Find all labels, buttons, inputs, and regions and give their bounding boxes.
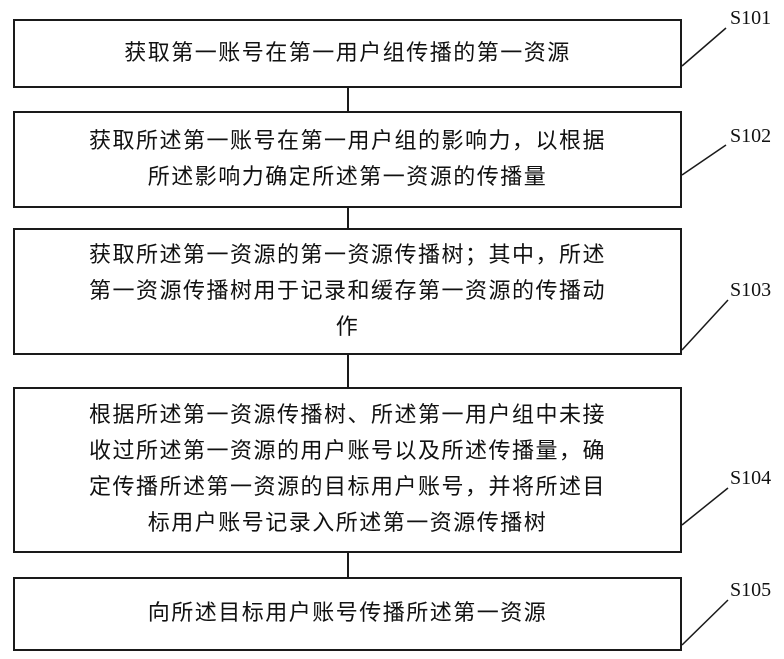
step-box-s104: 根据所述第一资源传播树、所述第一用户组中未接 收过所述第一资源的用户账号以及所述… <box>13 387 682 553</box>
leader-line-s102 <box>682 145 726 175</box>
step-text-s101: 获取第一账号在第一用户组传播的第一资源 <box>124 36 571 72</box>
step-label-s105: S105 <box>730 580 771 600</box>
step-text-s105: 向所述目标用户账号传播所述第一资源 <box>148 596 548 632</box>
leader-line-s104 <box>682 488 728 525</box>
leader-line-s105 <box>682 600 728 645</box>
step-label-s103: S103 <box>730 280 771 300</box>
step-box-s105: 向所述目标用户账号传播所述第一资源 <box>13 577 682 651</box>
step-label-s102: S102 <box>730 126 771 146</box>
step-box-s101: 获取第一账号在第一用户组传播的第一资源 <box>13 19 682 88</box>
step-text-s104: 根据所述第一资源传播树、所述第一用户组中未接 收过所述第一资源的用户账号以及所述… <box>89 398 606 542</box>
leader-line-s101 <box>682 28 726 66</box>
leader-line-s103 <box>682 300 728 350</box>
step-text-s102: 获取所述第一账号在第一用户组的影响力，以根据 所述影响力确定所述第一资源的传播量 <box>89 124 606 196</box>
step-box-s103: 获取所述第一资源的第一资源传播树；其中，所述 第一资源传播树用于记录和缓存第一资… <box>13 228 682 355</box>
step-box-s102: 获取所述第一账号在第一用户组的影响力，以根据 所述影响力确定所述第一资源的传播量 <box>13 111 682 208</box>
step-label-s101: S101 <box>730 8 771 28</box>
step-text-s103: 获取所述第一资源的第一资源传播树；其中，所述 第一资源传播树用于记录和缓存第一资… <box>89 238 606 346</box>
step-label-s104: S104 <box>730 468 771 488</box>
